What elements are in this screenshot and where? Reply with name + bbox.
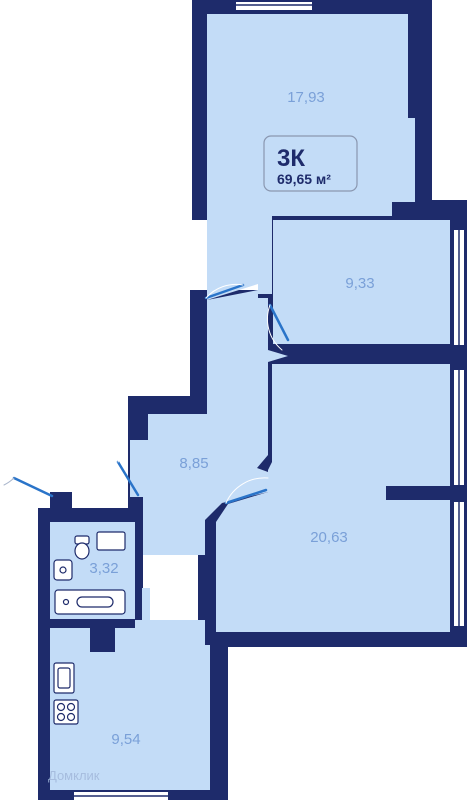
stove-icon xyxy=(53,699,79,725)
doors xyxy=(3,283,290,505)
room-area-bathroom: 3,32 xyxy=(89,560,118,577)
room-area-bedroom-small: 9,33 xyxy=(345,275,374,292)
room-area-kitchen: 9,54 xyxy=(111,731,140,748)
washbasin-icon xyxy=(96,531,126,551)
room-area-bedroom-large: 20,63 xyxy=(310,529,348,546)
door-entrance xyxy=(12,476,54,498)
door-bedroom-large xyxy=(224,488,268,505)
floor-bedroom-small xyxy=(273,220,450,344)
apartment-type: 3К xyxy=(277,145,305,172)
floor-hall xyxy=(130,290,288,555)
door-bathroom xyxy=(116,460,140,497)
toilet-icon xyxy=(74,535,90,560)
floors xyxy=(50,14,450,790)
floor-kitchen xyxy=(50,588,210,790)
windows xyxy=(74,2,464,800)
window-top xyxy=(236,2,312,10)
bathtub-icon xyxy=(54,589,126,615)
floor-bedroom-large xyxy=(216,364,450,632)
area-badge-frame xyxy=(263,135,358,192)
door-bedroom-small xyxy=(268,303,290,342)
room-area-living-top: 17,93 xyxy=(287,89,325,106)
fixtures xyxy=(53,531,126,725)
total-area: 69,65 м² xyxy=(277,171,331,187)
room-area-hall: 8,85 xyxy=(179,455,208,472)
area-badge: 3К 69,65 м² xyxy=(263,135,358,192)
kitchen-sink-icon xyxy=(53,662,75,694)
watermark: Домклик xyxy=(48,768,100,783)
sink-icon xyxy=(53,559,73,581)
door-living xyxy=(204,283,245,300)
room-labels: 17,93 9,33 8,85 20,63 3,32 9,54 xyxy=(89,89,374,748)
wall-entry-stub xyxy=(50,492,72,510)
